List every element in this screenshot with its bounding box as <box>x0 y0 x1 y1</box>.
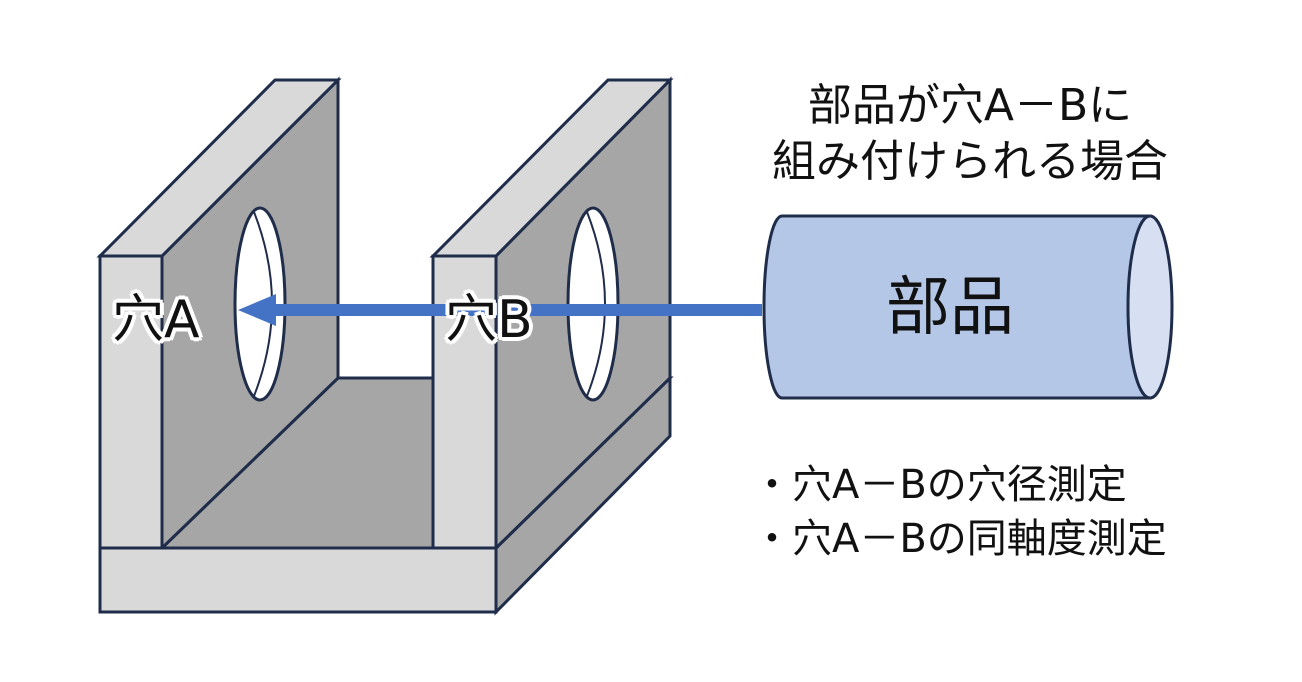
scenario-caption: 部品が穴A－Bに 組み付けられる場合 <box>760 78 1180 190</box>
wall-a-front <box>98 254 164 550</box>
caption-line-1: 部品が穴A－Bに <box>807 80 1133 131</box>
measurement-list: ・穴A－Bの穴径測定 ・穴A－Bの同軸度測定 <box>752 458 1167 566</box>
measurement-item-diameter: ・穴A－Bの穴径測定 <box>752 462 1127 508</box>
part-label: 部品 <box>886 271 1014 345</box>
hole-b-label: 穴B <box>445 290 533 350</box>
part-cylinder-body <box>762 214 1152 400</box>
caption-line-2: 組み付けられる場合 <box>772 136 1168 187</box>
hole-a-label: 穴A <box>112 290 200 350</box>
base-front <box>98 546 498 614</box>
insertion-arrow-head <box>238 294 276 326</box>
part-cylinder-end <box>1126 214 1174 400</box>
measurement-item-coaxiality: ・穴A－Bの同軸度測定 <box>752 516 1167 562</box>
